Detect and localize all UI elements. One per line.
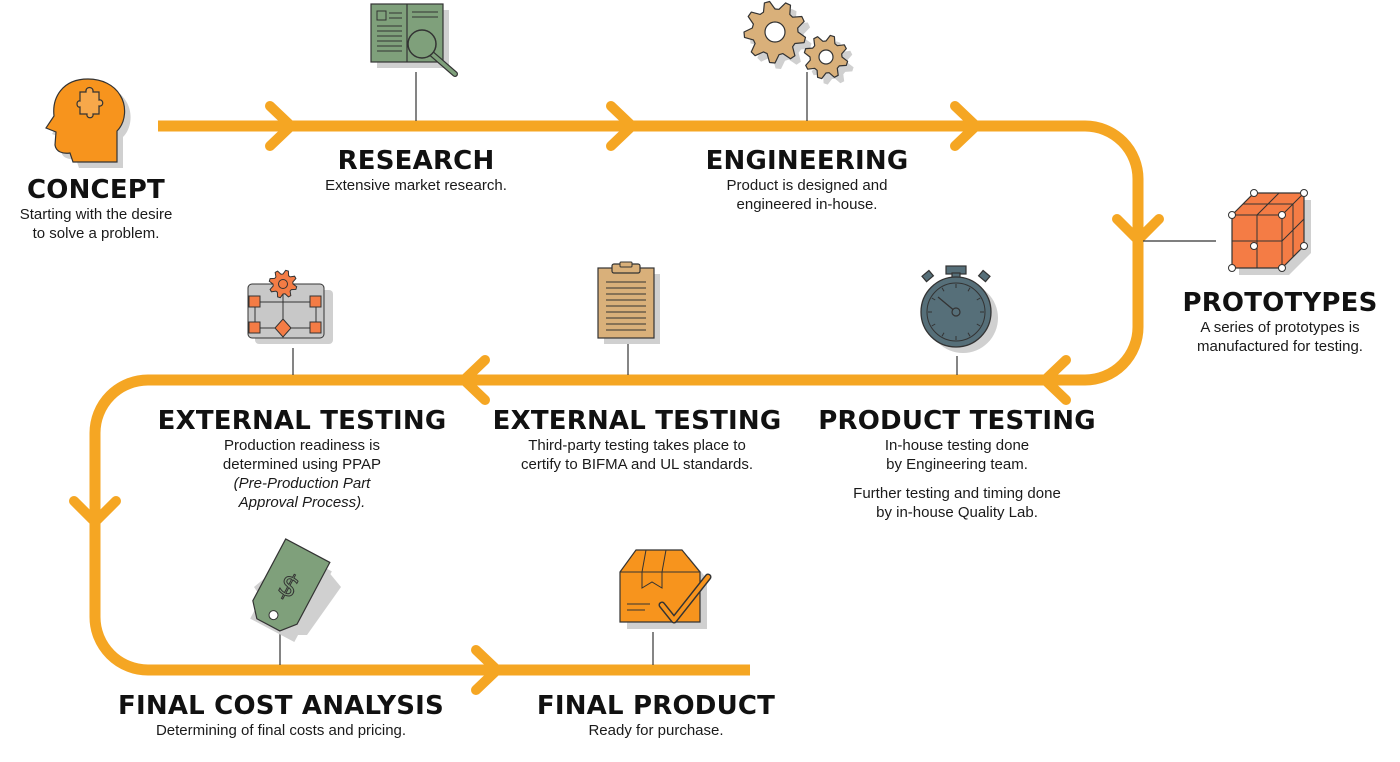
cube-icon [1228, 189, 1311, 275]
arrow-right-2 [606, 101, 637, 151]
head-puzzle-icon [45, 78, 131, 168]
gears-icon [743, 0, 854, 85]
arrow-left-1 [1040, 355, 1071, 405]
arrow-right-3 [950, 101, 981, 151]
step-description: determined using PPAP [222, 456, 382, 473]
step-description-italic: (Pre-Production Part [233, 475, 371, 492]
arrow-down-left [69, 496, 121, 527]
step-title: EXTERNAL TESTING [157, 406, 447, 436]
step-engineering: ENGINEERING Product is designed and engi… [706, 146, 909, 214]
step-final-cost: FINAL COST ANALYSIS Determining of final… [118, 691, 444, 740]
step-description: Product is designed and [726, 177, 888, 194]
step-external-testing-ppap: EXTERNAL TESTING Production readiness is… [158, 406, 447, 512]
stopwatch-icon [920, 265, 998, 353]
box-check-icon [619, 549, 712, 629]
process-path [89, 120, 1144, 676]
step-description: A series of prototypes is [1200, 319, 1360, 336]
step-description: engineered in-house. [736, 196, 878, 213]
step-description: Determining of final costs and pricing. [155, 722, 407, 739]
step-final-product: FINAL PRODUCT Ready for purchase. [537, 691, 775, 740]
step-description: Third-party testing takes place to [528, 437, 746, 454]
step-description-extra: by in-house Quality Lab. [876, 504, 1038, 521]
step-title: RESEARCH [337, 146, 495, 176]
step-title: PROTOTYPES [1182, 288, 1378, 318]
step-description: Extensive market research. [325, 177, 507, 194]
step-description-extra: Further testing and timing done [853, 485, 1061, 502]
step-description: Ready for purchase. [588, 722, 724, 739]
step-description: In-house testing done [884, 437, 1030, 454]
arrow-right-4 [471, 645, 502, 695]
step-description: Production readiness is [224, 437, 380, 454]
step-prototypes: PROTOTYPES A series of prototypes is man… [1182, 288, 1377, 356]
step-title: FINAL COST ANALYSIS [118, 691, 444, 721]
step-description: by Engineering team. [886, 456, 1028, 473]
process-flow-icon [247, 269, 333, 344]
book-magnifier-icon [370, 3, 458, 77]
clipboard-icon [597, 261, 660, 344]
arrow-down-right [1112, 214, 1164, 245]
step-title: CONCEPT [27, 175, 165, 205]
step-description: Starting with the desire [19, 206, 173, 223]
price-tag-icon: $ [250, 538, 341, 643]
step-research: RESEARCH Extensive market research. [325, 146, 507, 195]
step-title: PRODUCT TESTING [818, 406, 1096, 436]
step-description: to solve a problem. [32, 225, 160, 242]
step-concept: CONCEPT Starting with the desire to solv… [20, 175, 173, 243]
step-description: manufactured for testing. [1197, 338, 1363, 355]
arrow-right-1 [265, 101, 296, 151]
step-external-testing-third-party: EXTERNAL TESTING Third-party testing tak… [493, 406, 782, 474]
step-description: certify to BIFMA and UL standards. [520, 456, 754, 473]
step-title: ENGINEERING [705, 146, 909, 176]
step-title: FINAL PRODUCT [536, 691, 776, 721]
step-description-italic: Approval Process). [238, 494, 366, 511]
arrow-left-2 [459, 355, 490, 405]
step-product-testing: PRODUCT TESTING In-house testing done by… [818, 406, 1095, 522]
step-title: EXTERNAL TESTING [492, 406, 782, 436]
